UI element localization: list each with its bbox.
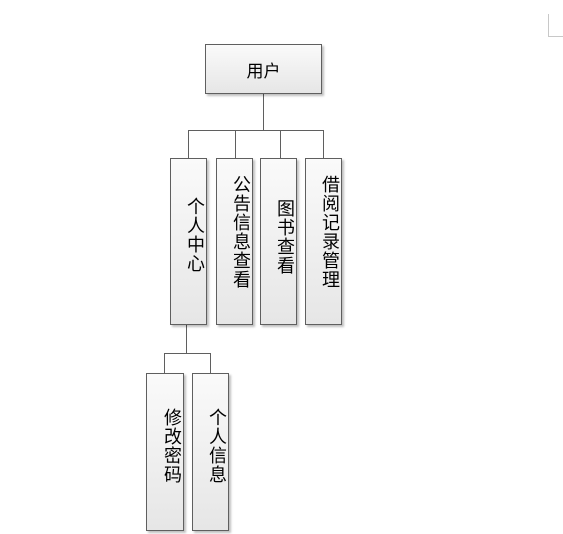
node-borrow-records-manage: 借阅记录管理 bbox=[305, 158, 342, 325]
node-label: 个人信息 bbox=[206, 408, 227, 484]
node-personal-info: 个人信息 bbox=[192, 373, 229, 531]
page-corner-mark bbox=[548, 14, 563, 37]
node-label: 公告信息查看 bbox=[230, 175, 251, 289]
node-user-root: 用户 bbox=[205, 44, 322, 94]
node-label: 个人中心 bbox=[184, 197, 205, 273]
node-notice-info-view: 公告信息查看 bbox=[216, 158, 253, 325]
node-personal-center: 个人中心 bbox=[170, 158, 207, 325]
node-book-view: 图书查看 bbox=[260, 158, 297, 325]
node-label: 借阅记录管理 bbox=[319, 175, 340, 289]
node-label: 用户 bbox=[246, 61, 281, 82]
node-label: 图书查看 bbox=[274, 199, 295, 275]
node-label: 修改密码 bbox=[161, 408, 182, 484]
node-change-password: 修改密码 bbox=[146, 373, 184, 531]
